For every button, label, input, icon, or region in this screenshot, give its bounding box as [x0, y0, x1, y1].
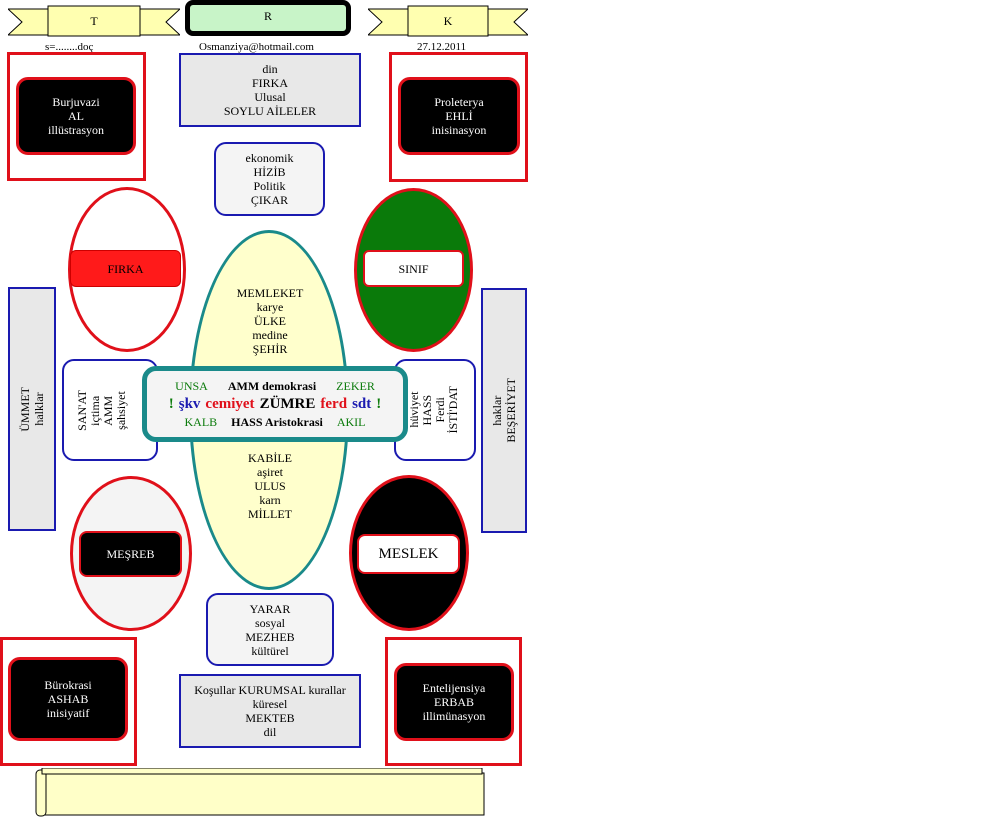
meslek-label: MESLEK: [378, 546, 439, 562]
center-banner: R: [185, 0, 351, 36]
meslek-label-box: MESLEK: [357, 534, 460, 574]
top-right-frame: [389, 52, 528, 182]
zeker-text: ZEKER: [336, 378, 375, 393]
zumre-box: UNSA AMM demokrasi ZEKER ! şkv cemiyet Z…: [142, 366, 408, 442]
center-banner-label: R: [263, 9, 272, 23]
right-banner-label: K: [443, 14, 453, 28]
left-subtitle: s=........doç: [45, 41, 94, 53]
top-left-frame: [7, 52, 146, 181]
left-banner-label: T: [90, 14, 98, 28]
mesreb-label: MEŞREB: [106, 547, 155, 561]
cemiyet-text: cemiyet: [205, 395, 255, 412]
skv-text: şkv: [178, 395, 201, 412]
amm-demokrasi-text: AMM demokrasi: [227, 378, 317, 393]
bottom-right-frame: [385, 637, 522, 766]
mesreb-label-box: MEŞREB: [79, 531, 182, 577]
hass-aristokrasi-text: HASS Aristokrasi: [231, 414, 323, 429]
firka-label-box: FIRKA: [70, 250, 181, 287]
sinif-label: SINIF: [398, 261, 429, 276]
akil-text: AKIL: [336, 414, 366, 429]
email-text: Osmanziya@hotmail.com: [199, 41, 314, 53]
exclaim-right: !: [376, 395, 382, 412]
right-banner: [368, 5, 528, 37]
kalb-text: KALB: [184, 414, 218, 429]
bottom-scroll: [35, 768, 485, 817]
unsa-text: UNSA: [175, 378, 208, 393]
date-text: 27.12.2011: [417, 41, 467, 53]
sdt-text: sdt: [352, 395, 372, 412]
zumre-text: ZÜMRE: [259, 395, 316, 412]
firka-label: FIRKA: [107, 261, 144, 276]
sinif-label-box: SINIF: [363, 250, 464, 287]
left-banner: [8, 5, 180, 37]
bottom-left-frame: [0, 637, 137, 766]
exclaim-left: !: [168, 395, 174, 412]
ferd-text: ferd: [320, 395, 348, 412]
